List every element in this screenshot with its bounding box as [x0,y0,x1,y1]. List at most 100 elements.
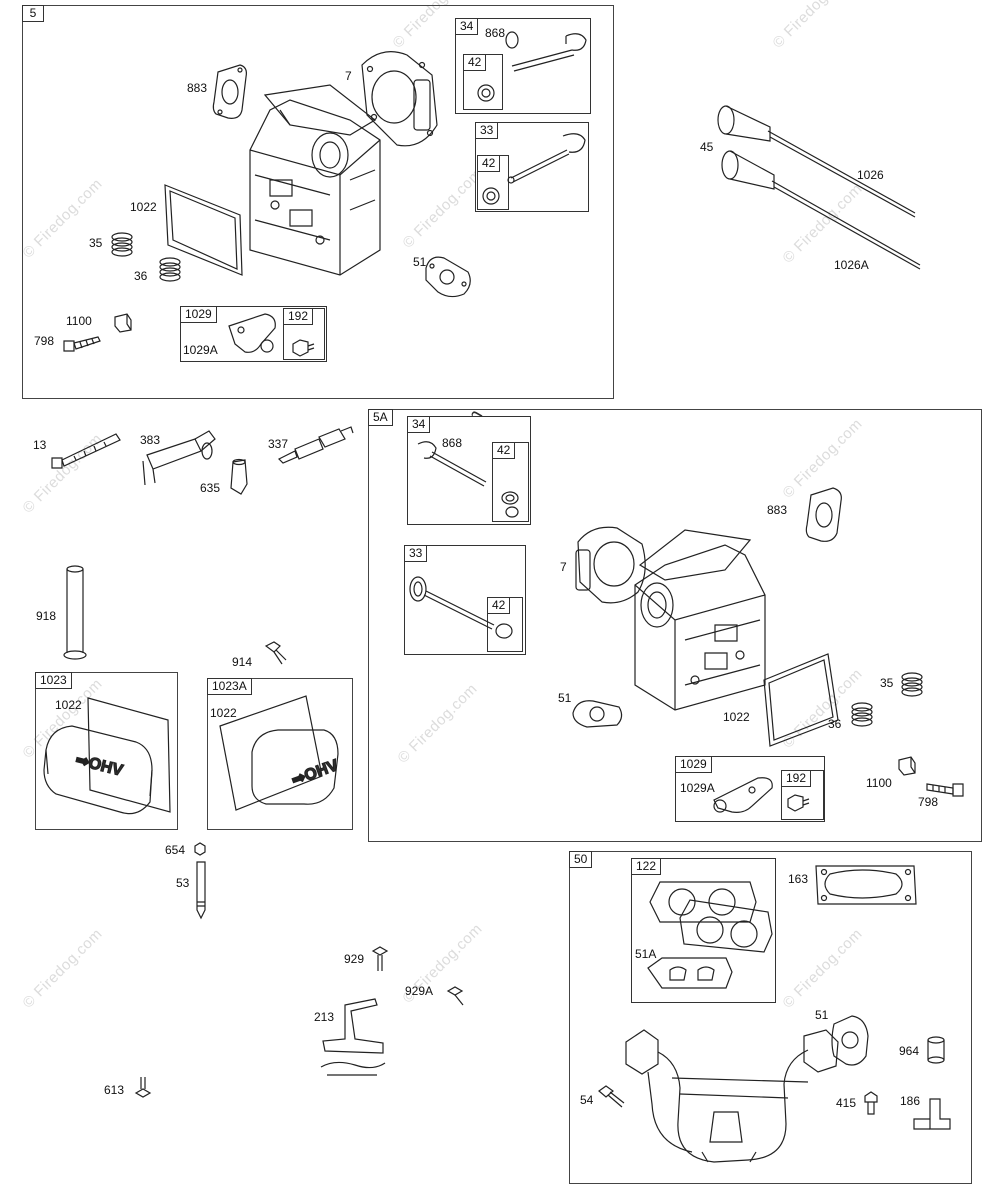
cylinder-head-drawing [625,525,785,715]
watermark: © Firedog.com [769,0,856,52]
head-gasket-drawing [572,522,652,607]
box-34-tag: 34 [455,18,479,35]
part-label-883: 883 [767,503,788,517]
push-rods-drawing [710,95,930,275]
spring-35-drawing [898,672,926,698]
box-42: 42 [492,442,529,522]
retainer-drawing [475,82,497,104]
spark-plug-drawing [275,425,355,465]
part-label-51: 51 [815,1008,829,1022]
rocker-gasket-drawing [758,650,843,750]
part-label-53: 53 [176,876,190,890]
spring-35-drawing [108,232,136,256]
section-5A-tag: 5A [368,409,393,426]
part-label-1022: 1022 [55,698,82,712]
rocker-gasket-drawing [160,180,250,280]
sleeve-964-drawing [925,1036,947,1066]
part-label-798: 798 [918,795,939,809]
gasket-51-drawing [828,1012,873,1070]
head-gasket-drawing [352,45,442,155]
part-label-929A: 929A [405,984,434,998]
bolt-13-drawing [50,430,122,472]
part-label-635: 635 [200,481,221,495]
part-label-7: 7 [560,560,567,574]
valve-intake-drawing [500,26,590,106]
part-label-45: 45 [700,140,714,154]
gasket-51-drawing [567,695,627,731]
box-42-tag: 42 [487,597,511,614]
part-label-51: 51 [558,691,572,705]
clip-1100-drawing [112,312,134,334]
section-5: 5 [22,5,614,399]
valve-cover-drawing: ⇒OHV [38,690,178,825]
part-label-35: 35 [89,236,103,250]
intake-manifold-drawing [618,1012,843,1172]
cylinder-head-drawing [230,80,390,280]
gasket-163-drawing [812,860,922,910]
box-33-tag: 33 [475,122,499,139]
box-33-tag: 33 [404,545,428,562]
part-label-36: 36 [828,717,842,731]
part-label-213: 213 [314,1010,335,1024]
valve-cover-alt-drawing: ⇒OHV [212,690,342,825]
ignition-module-drawing [135,425,225,490]
valve-intake-drawing [412,438,492,498]
box-1023-tag: 1023 [35,672,72,689]
box-1023A: 1023A [207,678,353,830]
part-label-1029A: 1029A [680,781,715,795]
box-42-tag: 42 [477,155,501,172]
svg-text:⇒OHV: ⇒OHV [290,757,341,790]
box-192-tag: 192 [283,308,314,325]
box-42-tag: 42 [463,54,487,71]
part-label-36: 36 [134,269,148,283]
part-label-13: 13 [33,438,47,452]
part-label-1026: 1026 [857,168,884,182]
bracket-213-drawing [315,995,390,1085]
part-label-868: 868 [485,26,506,40]
nut-192-drawing [785,793,811,813]
part-label-1029A: 1029A [183,343,218,357]
part-label-383: 383 [140,433,161,447]
bolt-798-drawing [925,778,967,800]
intake-gasket-set-drawing [640,872,775,1000]
part-label-918: 918 [36,609,57,623]
box-1023: 1023 [35,672,178,830]
part-label-868: 868 [442,436,463,450]
bolt-798-drawing [62,333,102,357]
screw-914-drawing [262,640,290,668]
nut-192-drawing [290,338,316,358]
part-label-51: 51 [413,255,427,269]
part-label-883: 883 [187,81,208,95]
part-label-415: 415 [836,1096,857,1110]
watermark: © Firedog.com [19,925,106,1012]
box-42-tag: 42 [492,442,516,459]
gasket-51-drawing [420,250,476,302]
box-1023A-tag: 1023A [207,678,252,695]
part-label-1022: 1022 [723,710,750,724]
box-192: 192 [781,770,824,820]
box-192-tag: 192 [781,770,812,787]
fitting-415-drawing [862,1090,880,1116]
spring-36-drawing [848,702,876,728]
section-5-tag: 5 [22,5,44,22]
screw-929A-drawing [445,985,467,1007]
part-label-163: 163 [788,872,809,886]
gasket-883-drawing [803,485,848,545]
rocker-arm-drawing [225,308,281,360]
screw-613-drawing [133,1075,153,1105]
keeper-drawing [480,185,502,207]
fitting-186-drawing [910,1095,952,1137]
part-label-337: 337 [268,437,289,451]
section-50-tag: 50 [569,851,593,868]
box-1029-tag: 1029 [180,306,217,323]
valve-exhaust-drawing [404,575,514,645]
box-192: 192 [283,308,325,360]
part-label-798: 798 [34,334,55,348]
box-42: 42 [477,155,509,210]
part-label-186: 186 [900,1094,921,1108]
part-label-654: 654 [165,843,186,857]
part-label-914: 914 [232,655,253,669]
part-label-1100: 1100 [866,776,892,790]
rocker-arm-drawing [708,772,778,818]
spring-36-drawing [156,257,184,281]
